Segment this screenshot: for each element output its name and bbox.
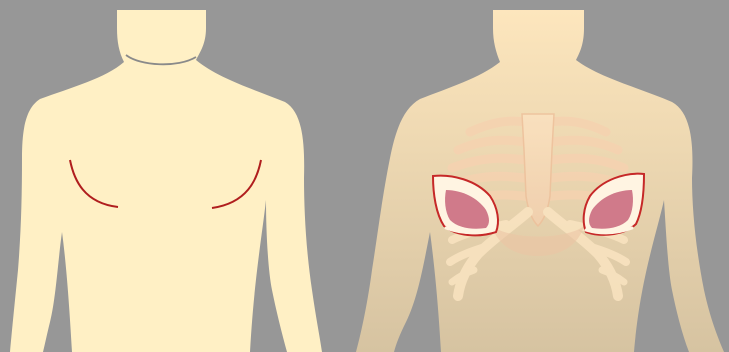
- illustration-stage: [0, 0, 729, 352]
- illustration-svg: [0, 0, 729, 352]
